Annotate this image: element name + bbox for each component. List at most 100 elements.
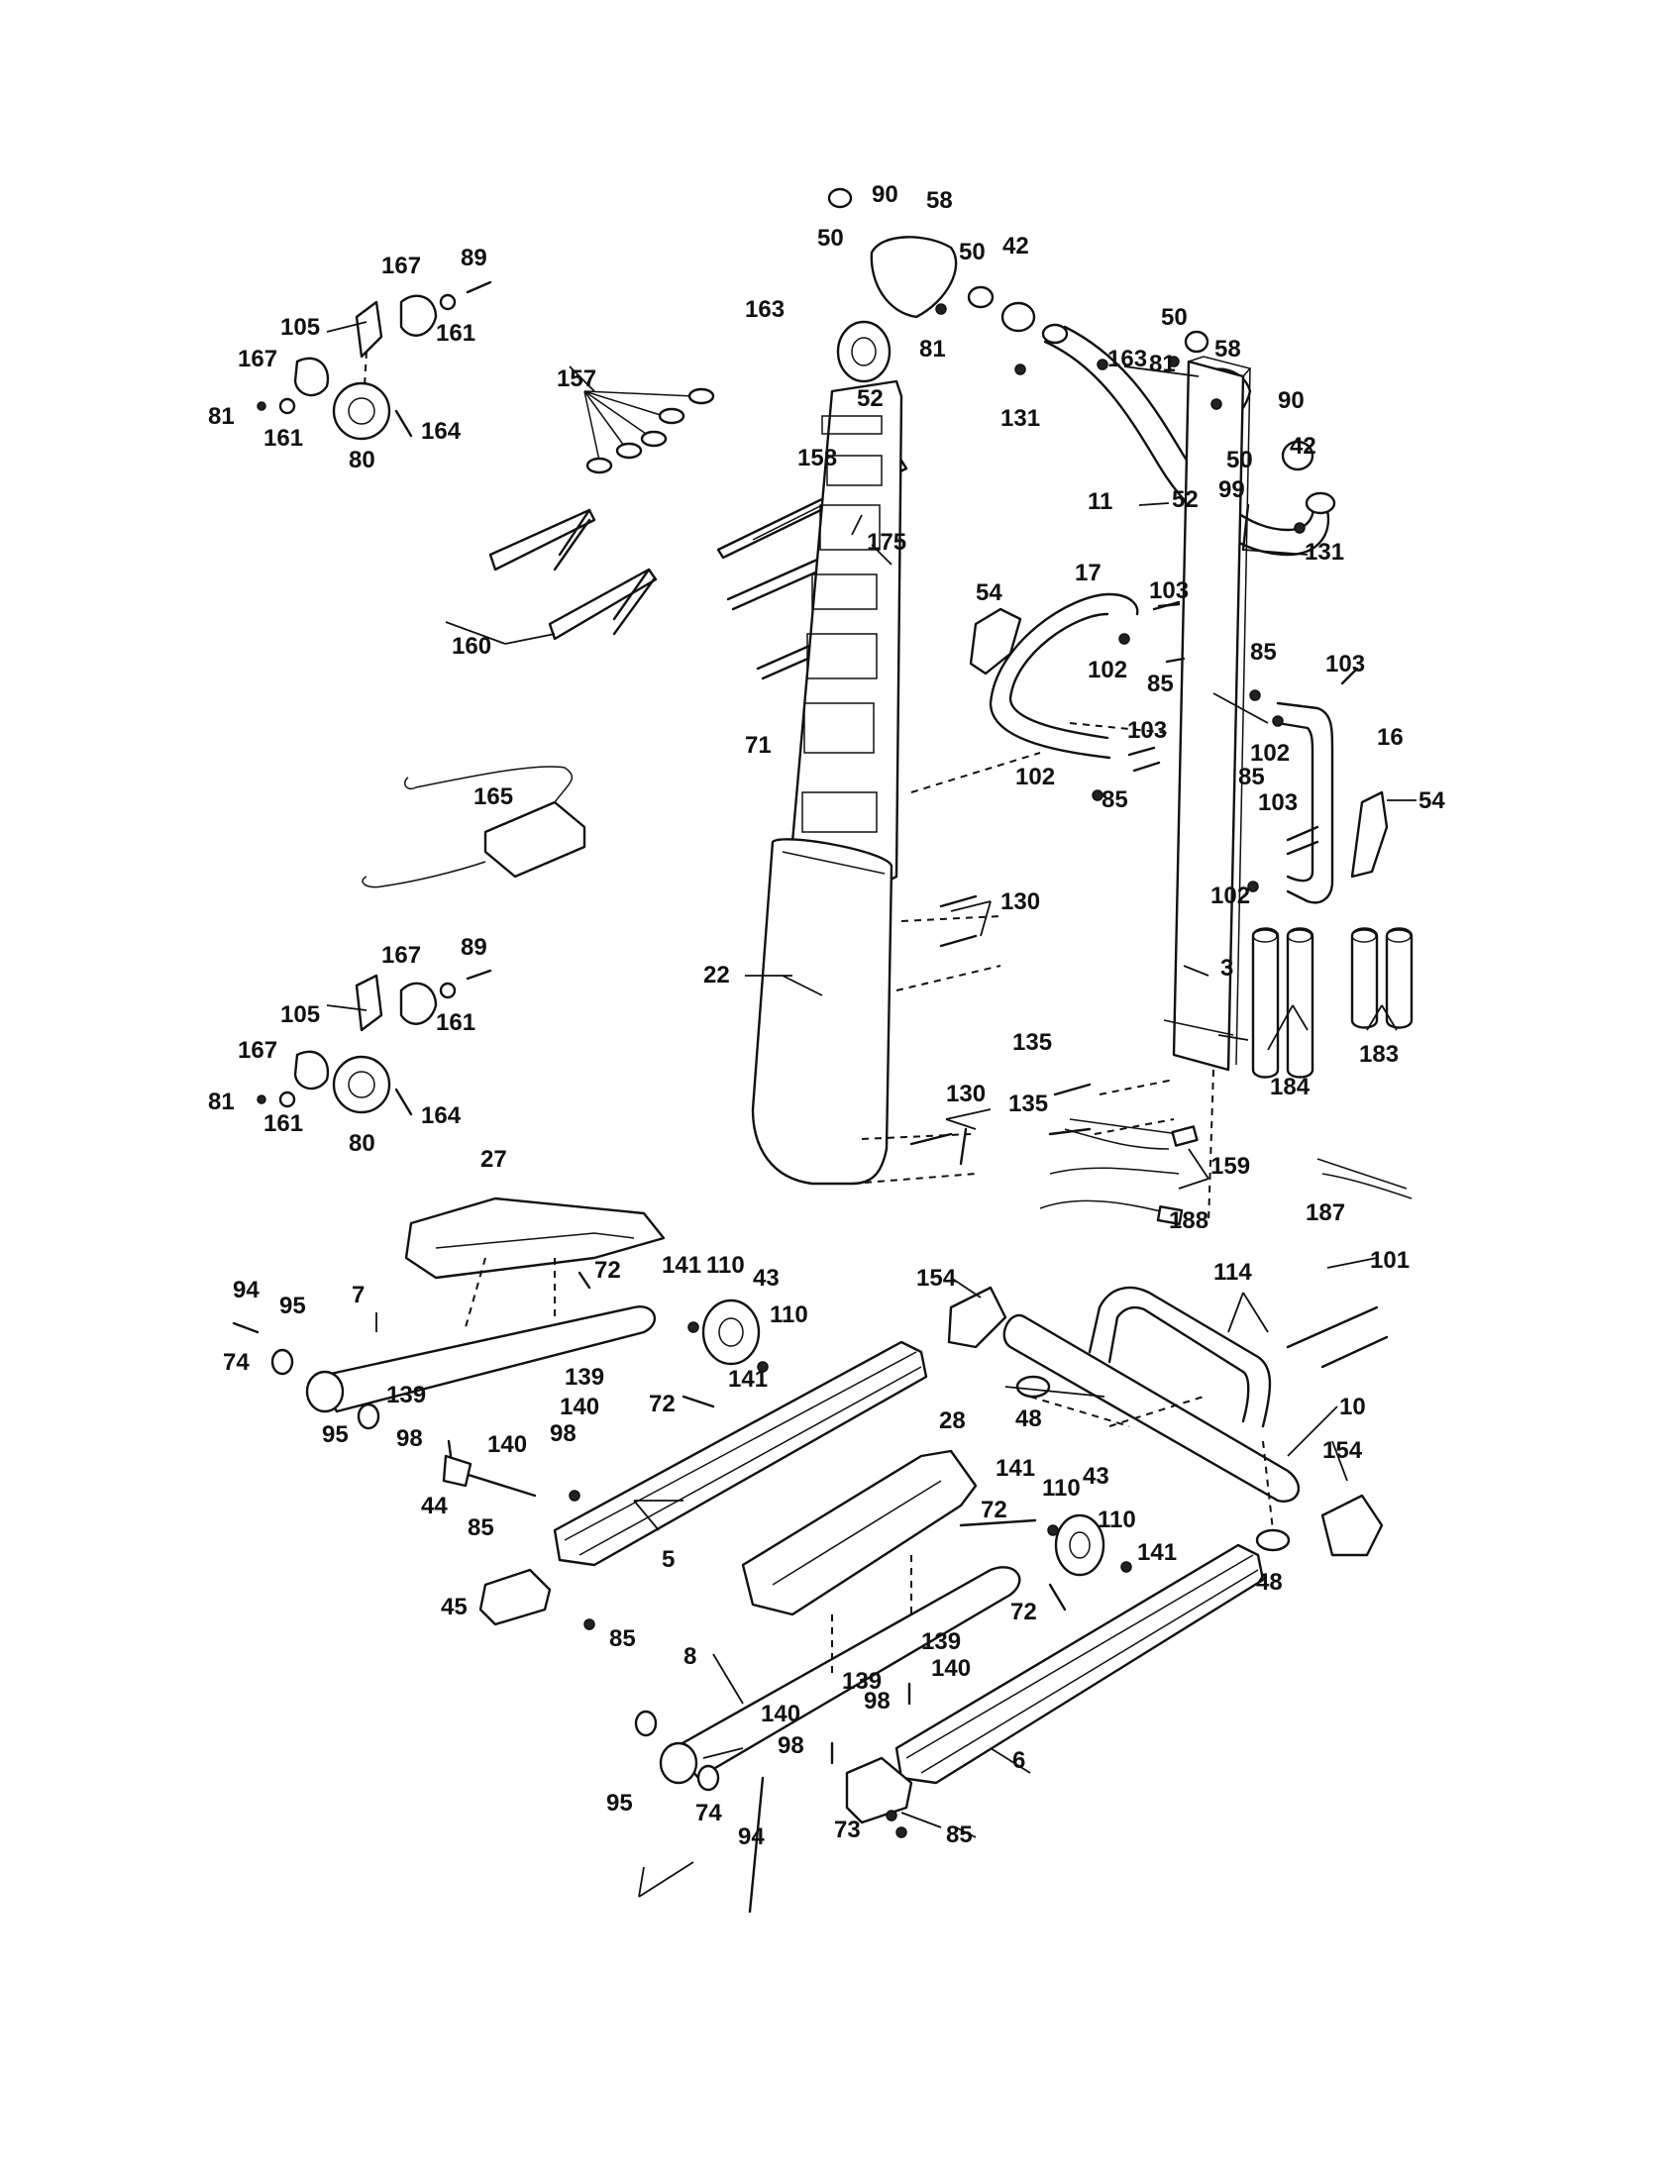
straps-159-188 (1039, 1118, 1199, 1226)
label-5: 5 (662, 1546, 675, 1573)
pulley-bracket-105-b (355, 974, 383, 1032)
label-95: 95 (322, 1421, 349, 1448)
label-140: 140 (560, 1394, 599, 1420)
label-161: 161 (436, 320, 475, 347)
label-8: 8 (683, 1643, 696, 1670)
label-54: 54 (1418, 787, 1445, 814)
label-102: 102 (1210, 883, 1250, 909)
label-50: 50 (1161, 304, 1188, 331)
label-164: 164 (421, 418, 462, 445)
label-141: 141 (728, 1366, 768, 1393)
pivot-bolt-44 (442, 1454, 537, 1498)
endcap-73 (845, 1756, 913, 1824)
label-131: 131 (1000, 405, 1040, 432)
washer-50-b (967, 285, 995, 309)
label-103: 103 (1149, 577, 1189, 604)
label-140: 140 (487, 1431, 527, 1458)
label-22: 22 (703, 962, 730, 988)
seat-pad-22 (751, 838, 893, 1186)
label-81: 81 (919, 336, 946, 363)
label-85: 85 (609, 1625, 636, 1652)
label-72: 72 (1010, 1599, 1037, 1625)
pulley-cover-167-c (399, 982, 438, 1025)
callout-labels: 50 90 58 50 42 163 81 52 131 50 163 81 5… (208, 181, 1445, 1850)
label-184: 184 (1270, 1074, 1311, 1100)
label-42: 42 (1290, 433, 1316, 460)
label-167: 167 (238, 1037, 277, 1064)
label-135: 135 (1012, 1029, 1052, 1056)
label-81: 81 (1149, 351, 1176, 377)
label-99: 99 (1218, 476, 1245, 503)
power-adapter-165 (362, 766, 586, 888)
label-101: 101 (1370, 1247, 1410, 1274)
label-43: 43 (1083, 1463, 1109, 1490)
label-85: 85 (1238, 764, 1265, 790)
label-161: 161 (436, 1009, 475, 1036)
label-44: 44 (421, 1493, 448, 1519)
endcap-154-b (1320, 1494, 1384, 1557)
label-183: 183 (1359, 1041, 1399, 1068)
label-103: 103 (1127, 717, 1167, 744)
label-27: 27 (480, 1146, 507, 1173)
label-89: 89 (461, 934, 487, 961)
label-103: 103 (1258, 789, 1298, 816)
label-73: 73 (834, 1817, 861, 1843)
label-161: 161 (263, 425, 303, 452)
label-43: 43 (753, 1265, 780, 1292)
pedal-arm-8 (634, 1513, 1105, 1792)
assembly-guides (465, 915, 1274, 1674)
label-154: 154 (916, 1265, 957, 1292)
label-54: 54 (976, 579, 1002, 606)
label-52: 52 (1172, 486, 1199, 513)
crossbar-10 (947, 1286, 1389, 1557)
label-50: 50 (817, 225, 844, 252)
label-188: 188 (1169, 1207, 1208, 1234)
label-167: 167 (381, 942, 421, 969)
label-139: 139 (565, 1364, 604, 1391)
grip-handles-160 (488, 508, 658, 641)
pulley-assembly-lower (278, 969, 492, 1116)
label-45: 45 (441, 1594, 468, 1620)
pulley-cover-167-d (293, 1050, 330, 1091)
label-163: 163 (1107, 346, 1147, 372)
label-72: 72 (594, 1257, 621, 1284)
label-135: 135 (1008, 1091, 1048, 1117)
label-158: 158 (797, 445, 837, 471)
label-72: 72 (649, 1391, 676, 1417)
label-161: 161 (263, 1110, 303, 1137)
label-110: 110 (1098, 1507, 1136, 1533)
wheel-52-a (836, 320, 892, 383)
label-58: 58 (926, 187, 953, 214)
bolt-cap-50-a (827, 187, 853, 209)
label-42: 42 (1002, 233, 1029, 260)
label-167: 167 (238, 346, 277, 372)
label-85: 85 (1102, 786, 1128, 813)
label-81: 81 (208, 1089, 235, 1115)
label-85: 85 (1250, 639, 1277, 666)
label-90: 90 (1278, 387, 1305, 414)
label-89: 89 (461, 245, 487, 271)
label-160: 160 (452, 633, 491, 660)
bolt-cap-50-c (1184, 330, 1209, 354)
cord-187 (1316, 1158, 1413, 1199)
label-141: 141 (662, 1252, 701, 1279)
leveler-48-a (1015, 1375, 1051, 1399)
label-10: 10 (1339, 1394, 1366, 1420)
label-17: 17 (1075, 560, 1102, 586)
label-141: 141 (1137, 1539, 1177, 1566)
label-98: 98 (778, 1732, 804, 1759)
foam-tubes-183 (1350, 927, 1414, 1029)
pedal-arm-7 (270, 1299, 761, 1430)
label-105: 105 (280, 1001, 320, 1028)
label-130: 130 (1000, 888, 1040, 915)
label-140: 140 (931, 1655, 971, 1682)
pulley-80-b (332, 1055, 391, 1114)
bushing-42-a (1000, 301, 1036, 333)
bushing-42-b (1281, 440, 1314, 471)
pedal-27 (404, 1196, 666, 1280)
endcap-154-a (947, 1286, 1007, 1349)
label-74: 74 (695, 1800, 722, 1826)
label-110: 110 (770, 1301, 808, 1328)
grip-54-b (1350, 790, 1389, 879)
